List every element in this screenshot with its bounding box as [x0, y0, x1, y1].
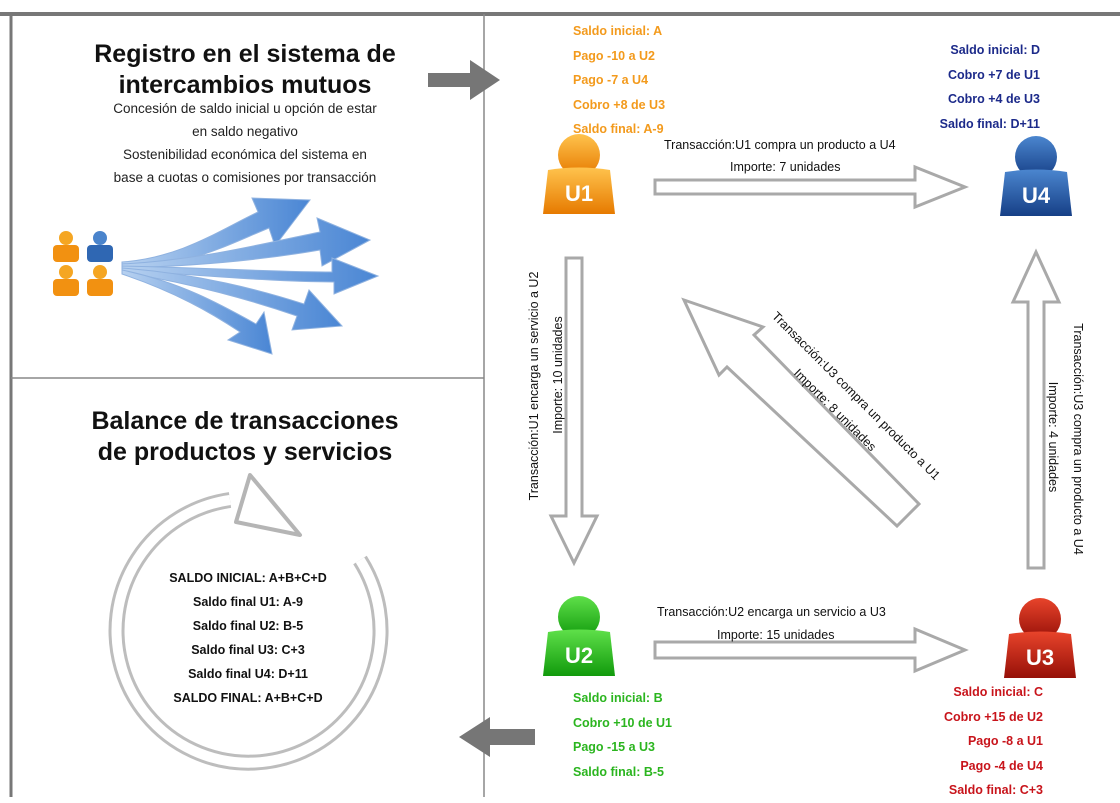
tx-u3-u4-title: Transacción:U3 compra un producto a U4: [1071, 323, 1085, 555]
balance-summary: SALDO INICIAL: A+B+C+D Saldo final U1: A…: [148, 566, 348, 710]
u3-stats: Saldo inicial: C Cobro +15 de U2 Pago -8…: [900, 680, 1043, 803]
u4-stat-line: Cobro +7 de U1: [947, 67, 1040, 82]
balance-title: Balance de transacciones de productos y …: [60, 406, 430, 468]
u3-stat-line: Pago -8 a U1: [967, 734, 1043, 748]
registro-description: Concesión de saldo inicial u opción de e…: [60, 97, 430, 189]
balance-line: SALDO INICIAL: A+B+C+D: [169, 571, 327, 585]
u4-stat-line: Cobro +4 de U3: [947, 92, 1040, 106]
u3-stat-line: Pago -4 de U4: [960, 758, 1043, 773]
tx-u2-u3-title: Transacción:U2 encarga un servicio a U3: [657, 605, 886, 619]
user-u4-icon: [1000, 136, 1072, 216]
u2-stat-line: Pago -15 a U3: [573, 740, 655, 754]
user-u1-label: U1: [564, 181, 594, 206]
balance-title-line2: de productos y servicios: [97, 438, 393, 466]
u2-stats: Saldo inicial: B Cobro +10 de U1 Pago -1…: [573, 686, 672, 784]
u1-stat-line: Pago -7 a U4: [573, 73, 649, 87]
arrow-u3-u4: [1010, 248, 1062, 570]
u4-stat-line: Saldo inicial: D: [950, 43, 1040, 57]
arrow-u3-u1: [681, 297, 922, 529]
u1-stat-line: Saldo inicial: A: [573, 24, 663, 38]
user-u2-label: U2: [564, 643, 594, 668]
user-u4-label: U4: [1021, 183, 1051, 208]
balance-line: Saldo final U4: D+11: [188, 667, 308, 681]
registro-desc-line: Sostenibilidad económica del sistema en: [123, 147, 367, 162]
tx-u1-u2-title: Transacción:U1 encarga un servicio a U2: [527, 271, 541, 501]
tx-u1-u4-amount: Importe: 7 unidades: [730, 160, 841, 174]
u3-stat-line: Saldo inicial: C: [953, 685, 1043, 699]
balance-line: Saldo final U3: C+3: [191, 643, 305, 657]
u2-stat-line: Saldo final: B-5: [573, 764, 664, 779]
u1-stats: Saldo inicial: A Pago -10 a U2 Pago -7 a…: [573, 19, 665, 142]
registro-desc-line: base a cuotas o comisiones por transacci…: [113, 170, 377, 185]
users-group-icon: [53, 231, 113, 296]
user-u1-icon: [543, 134, 615, 214]
tx-u3-u4-amount: Importe: 4 unidades: [1046, 381, 1060, 493]
u1-stat-line: Saldo final: A-9: [573, 122, 664, 136]
balance-line: SALDO FINAL: A+B+C+D: [173, 691, 323, 705]
transaction-arrows: [548, 164, 1062, 674]
arrow-to-balance-icon: [459, 717, 535, 757]
arrow-u2-u3: [653, 626, 969, 674]
registro-title: Registro en el sistema de intercambios m…: [60, 39, 430, 101]
arrow-to-diagram-icon: [428, 60, 500, 100]
tx-u1-u2-amount: Importe: 10 unidades: [551, 316, 565, 434]
balance-title-line1: Balance de transacciones: [91, 407, 399, 435]
cycle-arrow-icon: [108, 473, 389, 771]
registro-desc-line: Concesión de saldo inicial u opción de e…: [113, 101, 377, 116]
u4-stats: Saldo inicial: D Cobro +7 de U1 Cobro +4…: [900, 38, 1040, 136]
arrow-u1-u4: [653, 164, 970, 210]
panel-borders: [0, 12, 1120, 797]
registro-title-line1: Registro en el sistema de: [94, 40, 396, 68]
u4-stat-line: Saldo final: D+11: [939, 116, 1040, 131]
u1-stat-line: Cobro +8 de U3: [573, 97, 666, 112]
user-u3-icon: [1004, 598, 1076, 678]
tx-u1-u4-title: Transacción:U1 compra un producto a U4: [664, 138, 896, 152]
tx-u2-u3-amount: Importe: 15 unidades: [717, 628, 835, 642]
u3-stat-line: Cobro +15 de U2: [944, 709, 1043, 724]
balance-line: Saldo final U2: B-5: [192, 619, 304, 633]
registro-desc-line: en saldo negativo: [192, 124, 298, 139]
balance-line: Saldo final U1: A-9: [193, 595, 303, 609]
u2-stat-line: Cobro +10 de U1: [573, 715, 672, 730]
registro-title-line2: intercambios mutuos: [118, 71, 372, 99]
u3-stat-line: Saldo final: C+3: [948, 783, 1043, 797]
user-u3-label: U3: [1025, 645, 1055, 670]
u2-stat-line: Saldo inicial: B: [573, 691, 663, 705]
arrow-u1-u2: [548, 256, 600, 567]
distribution-arrows-icon: [121, 197, 380, 355]
user-u2-icon: [543, 596, 615, 676]
u1-stat-line: Pago -10 a U2: [573, 48, 655, 63]
